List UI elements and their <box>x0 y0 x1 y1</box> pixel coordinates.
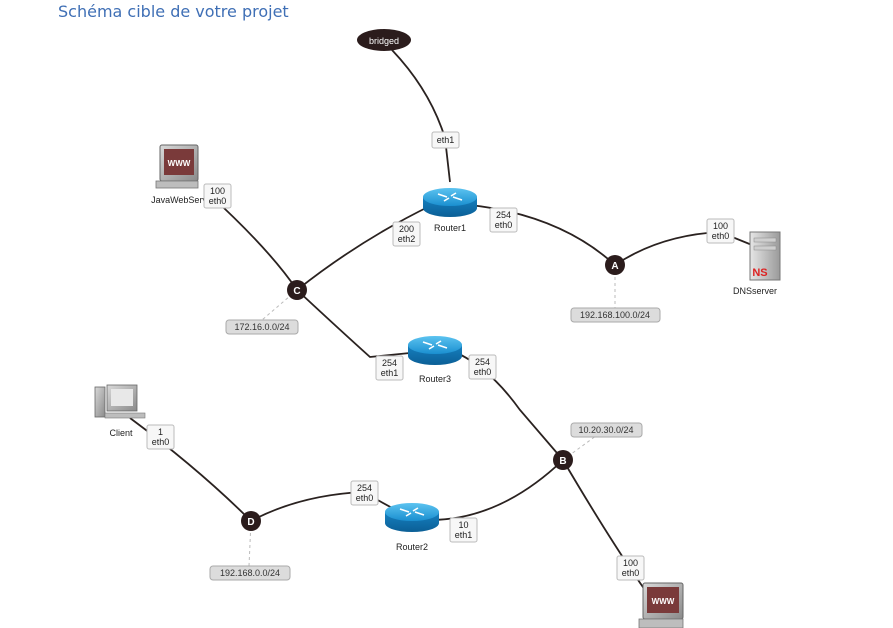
svg-text:eth1: eth1 <box>455 530 473 540</box>
router-arrows-icon <box>437 192 463 202</box>
router1-top <box>423 188 477 206</box>
link-router2-hubb <box>429 459 564 521</box>
svg-text:eth0: eth0 <box>474 367 492 377</box>
page-title: Schéma cible de votre projet <box>58 2 289 21</box>
router2-top <box>385 503 439 521</box>
svg-text:eth0: eth0 <box>356 493 374 503</box>
hub-a: A <box>605 255 625 275</box>
svg-text:1: 1 <box>158 427 163 437</box>
svg-text:eth2: eth2 <box>398 234 416 244</box>
link-bridged-router1 <box>391 49 451 183</box>
svg-text:100: 100 <box>713 221 728 231</box>
hub-d-label: D <box>247 517 254 528</box>
javawebserv-label: JavaWebServ <box>151 195 207 205</box>
network-label-c: 172.16.0.0/24 <box>225 319 299 335</box>
router1-label: Router1 <box>434 223 466 233</box>
hub-c-label: C <box>293 286 300 297</box>
iface-r1-eth0: 254 eth0 <box>489 207 518 233</box>
hub-d: D <box>241 511 261 531</box>
router2-label: Router2 <box>396 542 428 552</box>
iface-dns-eth0: 100 eth0 <box>706 218 735 244</box>
router2: Router2 <box>385 503 439 552</box>
router3-top <box>408 336 462 354</box>
router3-label: Router3 <box>419 374 451 384</box>
iface-r1-eth2: 200 eth2 <box>392 221 421 247</box>
svg-text:eth0: eth0 <box>495 220 513 230</box>
iface-web2-eth0: 100 eth0 <box>616 555 645 581</box>
svg-text:eth0: eth0 <box>712 231 730 241</box>
router-arrows-icon <box>422 340 448 350</box>
tower-icon <box>94 386 106 418</box>
link-client-hubd <box>129 417 252 522</box>
svg-text:10.20.30.0/24: 10.20.30.0/24 <box>578 425 633 435</box>
hub-a-label: A <box>611 261 618 272</box>
web-server-bottom-node: WWW <box>638 582 684 628</box>
svg-text:172.16.0.0/24: 172.16.0.0/24 <box>234 322 289 332</box>
iface-r2-eth1: 10 eth1 <box>449 517 478 543</box>
svg-text:254: 254 <box>382 358 397 368</box>
link-javaweb-hubc <box>209 194 298 291</box>
router3: Router3 <box>408 336 462 384</box>
svg-text:eth0: eth0 <box>622 568 640 578</box>
svg-text:eth0: eth0 <box>209 196 227 206</box>
iface-r1-eth1: eth1 <box>431 131 460 149</box>
client-node: Client <box>94 384 146 438</box>
client-label: Client <box>109 428 133 438</box>
svg-text:100: 100 <box>623 558 638 568</box>
network-label-a: 192.168.100.0/24 <box>570 307 661 323</box>
link-hubc-router3 <box>296 289 421 358</box>
link-hubd-router2 <box>250 491 406 522</box>
network-label-b: 10.20.30.0/24 <box>570 422 643 438</box>
router1: Router1 <box>423 188 477 233</box>
dnsserver-node: NS DNSserver <box>733 231 781 296</box>
bridged-node: bridged <box>357 29 411 51</box>
network-label-d: 192.168.0.0/24 <box>209 565 291 581</box>
link-router1-hubc <box>296 204 433 291</box>
www-icon: WWW <box>168 159 191 168</box>
hub-b-label: B <box>559 456 566 467</box>
ns-icon: NS <box>752 267 767 279</box>
dnsserver-label: DNSserver <box>733 286 777 296</box>
iface-r3-eth0: 254 eth0 <box>468 354 497 380</box>
svg-text:254: 254 <box>357 483 372 493</box>
router-arrows-icon <box>399 507 425 517</box>
svg-text:eth1: eth1 <box>437 135 455 145</box>
javawebserv-node: WWW JavaWebServ <box>151 144 207 205</box>
svg-text:254: 254 <box>496 210 511 220</box>
svg-text:100: 100 <box>210 186 225 196</box>
svg-text:10: 10 <box>458 520 468 530</box>
iface-r3-eth1: 254 eth1 <box>375 355 404 381</box>
bridged-label: bridged <box>369 36 399 46</box>
svg-text:eth0: eth0 <box>152 437 170 447</box>
svg-text:254: 254 <box>475 357 490 367</box>
svg-text:eth1: eth1 <box>381 368 399 378</box>
hub-b: B <box>553 450 573 470</box>
svg-text:200: 200 <box>399 224 414 234</box>
link-router1-huba <box>469 204 616 266</box>
svg-text:192.168.0.0/24: 192.168.0.0/24 <box>220 568 280 578</box>
www-icon: WWW <box>652 597 675 606</box>
svg-text:192.168.100.0/24: 192.168.100.0/24 <box>580 310 650 320</box>
iface-jws-eth0: 100 eth0 <box>203 183 232 209</box>
bridged-ellipse <box>357 29 411 51</box>
hub-c: C <box>287 280 307 300</box>
iface-r2-eth0: 254 eth0 <box>350 480 379 506</box>
iface-client-eth0: 1 eth0 <box>146 424 175 450</box>
